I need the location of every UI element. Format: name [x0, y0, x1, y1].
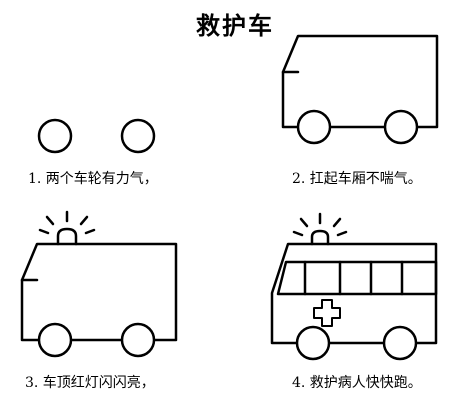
light-ray-icon	[79, 215, 89, 226]
step-4-illustration	[270, 212, 438, 361]
light-ray-icon	[38, 228, 50, 235]
roof-light-icon	[310, 229, 330, 246]
step-2-caption: 2. 扛起车厢不喘气。	[292, 171, 422, 187]
step-4-caption: 4. 救护病人快快跑。	[292, 375, 422, 391]
wheel-icon	[37, 118, 73, 154]
step-3-caption: 3. 车顶红灯闪闪亮，	[25, 375, 155, 391]
page-title: 救护车	[196, 12, 274, 40]
wheel-icon	[382, 325, 418, 361]
roof-light-icon	[56, 227, 78, 246]
wheel-icon	[383, 109, 419, 145]
wheel-icon	[295, 325, 331, 361]
wheel-icon	[120, 118, 156, 154]
light-ray-icon	[332, 217, 342, 228]
light-ray-icon	[336, 230, 348, 237]
medical-cross-icon	[313, 299, 341, 327]
light-ray-icon	[45, 215, 55, 226]
vehicle-body-outline	[20, 242, 178, 342]
vehicle-body-outline	[270, 242, 438, 345]
light-ray-icon	[84, 228, 96, 235]
step-1-caption: 1. 两个车轮有力气，	[28, 171, 158, 187]
wheel-icon	[120, 322, 156, 358]
step-2-illustration	[281, 34, 439, 145]
vehicle-body-outline	[281, 34, 439, 129]
light-ray-icon	[299, 217, 309, 228]
step-1-illustration	[37, 118, 156, 154]
window-band	[276, 260, 438, 296]
wheel-icon	[296, 109, 332, 145]
step-3-illustration	[20, 210, 178, 358]
light-ray-icon	[292, 230, 304, 237]
wheel-icon	[37, 322, 73, 358]
